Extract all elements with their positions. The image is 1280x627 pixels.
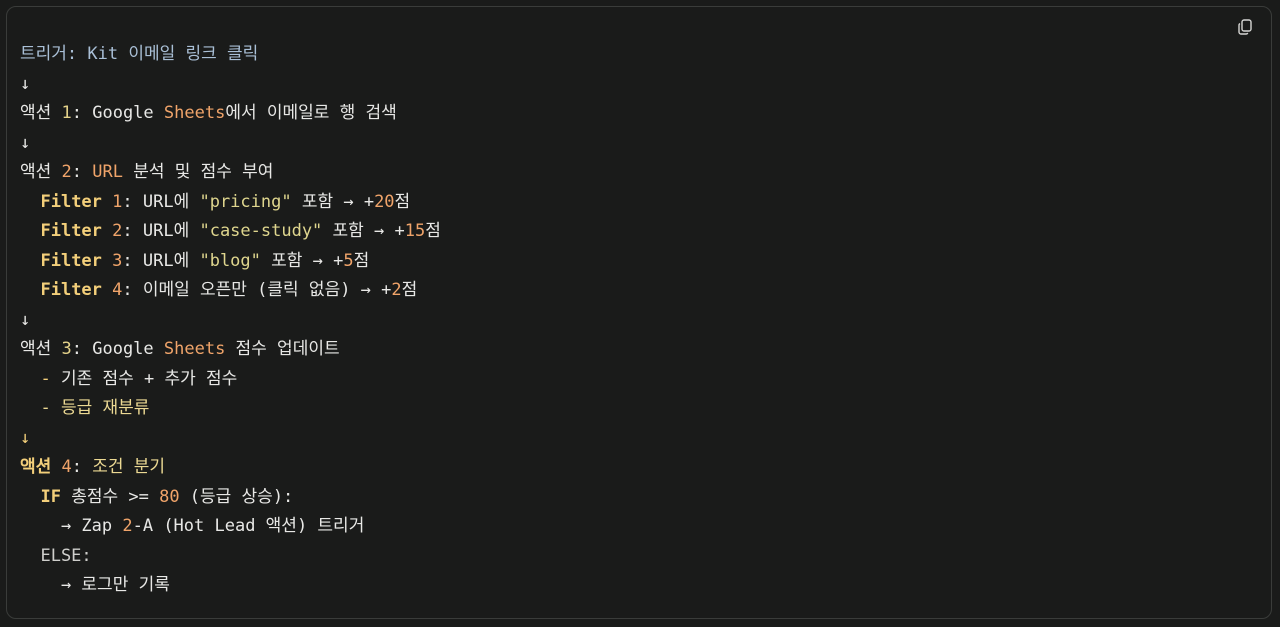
code-token (20, 192, 40, 212)
copy-button[interactable] (1233, 15, 1257, 39)
code-token: : Google (71, 103, 164, 123)
code-token: Sheets (163, 339, 226, 359)
code-token: 점 (401, 280, 418, 300)
code-token: Filter (40, 221, 102, 241)
code-token: Filter (40, 250, 102, 271)
code-token (20, 369, 40, 389)
code-token: ↓ (20, 427, 31, 448)
code-token (102, 192, 112, 212)
code-token: ELSE: (20, 545, 92, 566)
code-token: 포함 → + (322, 221, 405, 241)
code-token: → Zap (20, 516, 123, 536)
code-token: 4 (112, 280, 123, 300)
code-block: 트리거: Kit 이메일 링크 클릭↓액션 1: Google Sheets에서… (6, 6, 1272, 619)
code-token: (등급 상승): (179, 486, 294, 507)
code-token: ↓ (20, 132, 31, 153)
code-token: Filter (40, 280, 102, 300)
code-token: 에서 이메일로 행 검색 (225, 103, 397, 123)
code-line: 액션 4: 조건 분기 (20, 453, 441, 483)
code-token (20, 487, 40, 507)
code-line: - 등급 재분류 (20, 394, 441, 424)
code-line: 액션 1: Google Sheets에서 이메일로 행 검색 (20, 99, 441, 129)
code-line: ↓ (20, 70, 441, 100)
code-line: ↓ (20, 129, 441, 159)
code-token (20, 280, 40, 300)
code-token: 점 (425, 221, 441, 241)
code-token: 포함 → + (260, 250, 344, 271)
code-line: 액션 3: Google Sheets 점수 업데이트 (20, 335, 441, 365)
code-line: Filter 1: URL에 "pricing" 포함 → +20점 (20, 188, 441, 218)
code-token: "blog" (199, 250, 261, 271)
code-token: "case-study" (199, 221, 323, 241)
code-line: ↓ (20, 424, 441, 454)
code-token (102, 221, 112, 241)
code-line: IF 총점수 >= 80 (등급 상승): (20, 483, 441, 513)
code-token: Sheets (163, 103, 226, 123)
code-line: Filter 2: URL에 "case-study" 포함 → +15점 (20, 217, 441, 247)
code-token: 2 (391, 280, 402, 300)
code-token: - (40, 368, 51, 389)
code-token: : Google (71, 339, 164, 359)
code-token: 포함 → + (291, 191, 375, 212)
code-token: 2 (112, 221, 123, 241)
code-line: 액션 2: URL 분석 및 점수 부여 (20, 158, 441, 188)
code-token: 액션 (20, 457, 52, 477)
code-token: 총점수 >= (60, 486, 160, 507)
code-token: 80 (159, 486, 180, 507)
code-token: : URL에 (122, 191, 200, 212)
code-token (20, 398, 40, 418)
code-content: 트리거: Kit 이메일 링크 클릭↓액션 1: Google Sheets에서… (20, 40, 441, 601)
code-token: 액션 (20, 103, 62, 123)
code-token (20, 251, 40, 271)
copy-icon (1238, 19, 1252, 35)
code-line: Filter 3: URL에 "blog" 포함 → +5점 (20, 247, 441, 277)
code-token: 분석 및 점수 부여 (122, 162, 274, 182)
code-token: ↓ (20, 73, 31, 94)
code-token: 1 (112, 191, 123, 212)
code-token: "pricing" (199, 191, 292, 212)
code-token: : (71, 162, 93, 182)
code-token: : (71, 457, 93, 477)
code-token: URL (92, 162, 123, 182)
code-token: ↓ (20, 309, 31, 330)
code-token: 1 (61, 103, 72, 123)
code-line: - 기존 점수 + 추가 점수 (20, 365, 441, 395)
code-line: Filter 4: 이메일 오픈만 (클릭 없음) → +2점 (20, 276, 441, 306)
code-token: IF (40, 486, 61, 507)
code-token: 2 (122, 516, 133, 536)
code-token: 5 (343, 250, 354, 271)
code-token (102, 280, 112, 300)
code-line: ELSE: (20, 542, 441, 572)
code-line: → Zap 2-A (Hot Lead 액션) 트리거 (20, 512, 441, 542)
code-token: 15 (404, 221, 426, 241)
code-token: → 로그만 기록 (20, 575, 170, 595)
code-token: 점수 업데이트 (225, 339, 340, 359)
code-line: → 로그만 기록 (20, 571, 441, 601)
code-token (20, 221, 40, 241)
code-token: 점 (353, 250, 370, 271)
code-token (102, 251, 112, 271)
code-token: Filter (40, 191, 102, 212)
code-line: 트리거: Kit 이메일 링크 클릭 (20, 40, 441, 70)
code-token: 점 (394, 191, 411, 212)
code-token: 트리거: Kit 이메일 링크 클릭 (20, 44, 259, 64)
code-token: 4 (61, 457, 72, 477)
code-token: 20 (374, 191, 395, 212)
code-token: 3 (112, 250, 123, 271)
code-token: 3 (61, 339, 72, 359)
code-token: : 이메일 오픈만 (클릭 없음) → + (122, 280, 392, 300)
code-token: - 등급 재분류 (40, 398, 150, 418)
code-line: ↓ (20, 306, 441, 336)
code-token: 액션 (20, 162, 62, 182)
code-token: 조건 분기 (92, 457, 166, 477)
code-token (51, 457, 61, 477)
code-token: 기존 점수 + 추가 점수 (50, 368, 238, 389)
code-token: : URL에 (122, 250, 200, 271)
code-token: 액션 (20, 339, 62, 359)
code-token: : URL에 (122, 221, 200, 241)
code-token: 2 (61, 162, 72, 182)
code-token: -A (Hot Lead 액션) 트리거 (132, 516, 365, 536)
